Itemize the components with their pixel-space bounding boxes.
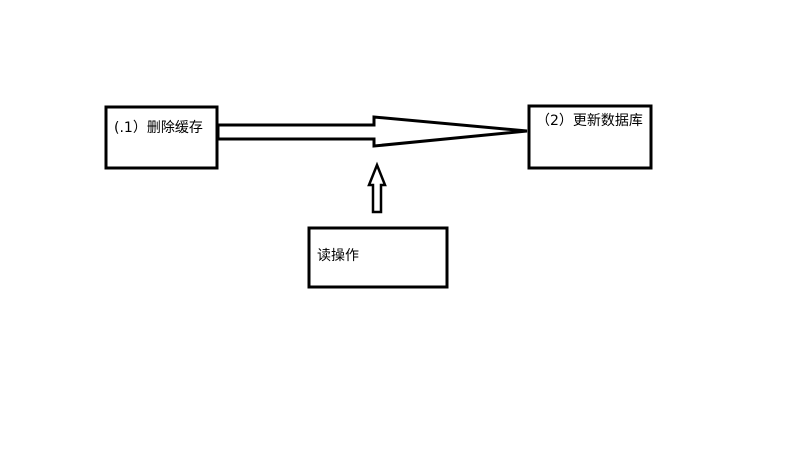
node-delete-cache-label: (.1）删除缓存 [114, 120, 203, 136]
node-read-op-label: 读操作 [317, 247, 359, 264]
node-read-op: 读操作 [307, 226, 449, 289]
node-update-db: （2）更新数据库 [527, 104, 653, 170]
node-delete-cache-box [104, 105, 219, 170]
flow-arrow-delete-to-update [216, 115, 528, 148]
node-update-db-box [527, 104, 653, 170]
node-update-db-label: （2）更新数据库 [536, 113, 643, 129]
node-delete-cache: (.1）删除缓存 [104, 105, 219, 170]
flow-arrow-read-up [367, 161, 387, 214]
node-read-op-box [307, 226, 449, 289]
